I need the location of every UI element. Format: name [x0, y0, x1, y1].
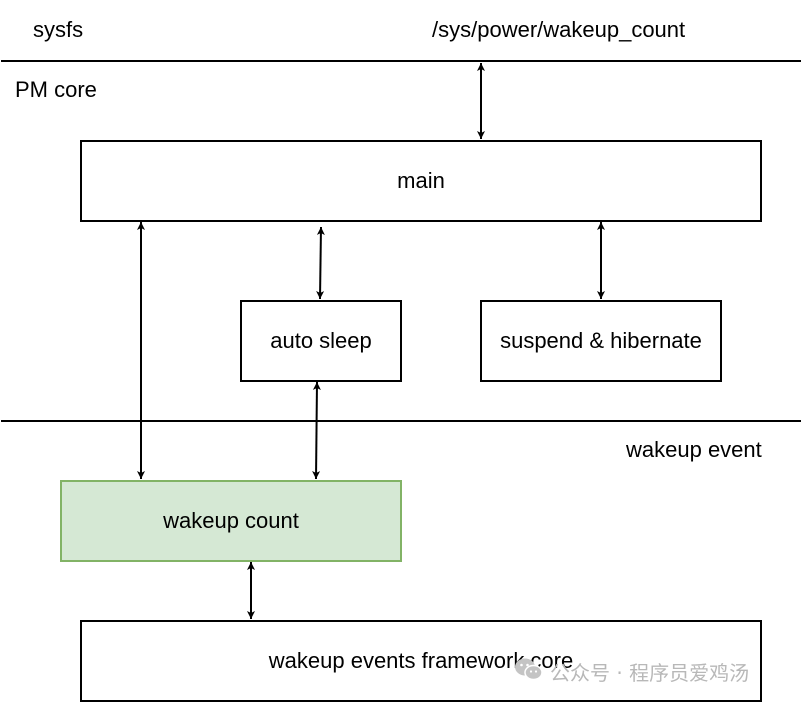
watermark-text: 公众号 · 程序员爱鸡汤: [550, 661, 750, 685]
layer-label-wakeup-event: wakeup event: [626, 437, 762, 462]
wechat-icon: [514, 656, 544, 687]
arrow-main-autosleep: [316, 226, 325, 300]
layer-label-pm-core: PM core: [15, 77, 97, 102]
suspend-hibernate-label: suspend & hibernate: [500, 328, 702, 353]
layer-label-sysfs: sysfs: [33, 17, 84, 42]
main-box: main: [80, 140, 762, 222]
wakeup-count-label: wakeup count: [163, 508, 299, 533]
sysfs-path-label: /sys/power/wakeup_count: [432, 17, 686, 42]
watermark: 公众号 · 程序员爱鸡汤: [514, 656, 749, 687]
arrow-autosleep-wakeupcount: [312, 381, 321, 480]
wakeup-count-box: wakeup count: [60, 480, 402, 562]
framework-core-box: wakeup events framework core: [80, 620, 762, 702]
main-box-label: main: [397, 168, 445, 193]
suspend-hibernate-box: suspend & hibernate: [480, 300, 722, 382]
auto-sleep-box: auto sleep: [240, 300, 402, 382]
auto-sleep-label: auto sleep: [270, 328, 372, 353]
